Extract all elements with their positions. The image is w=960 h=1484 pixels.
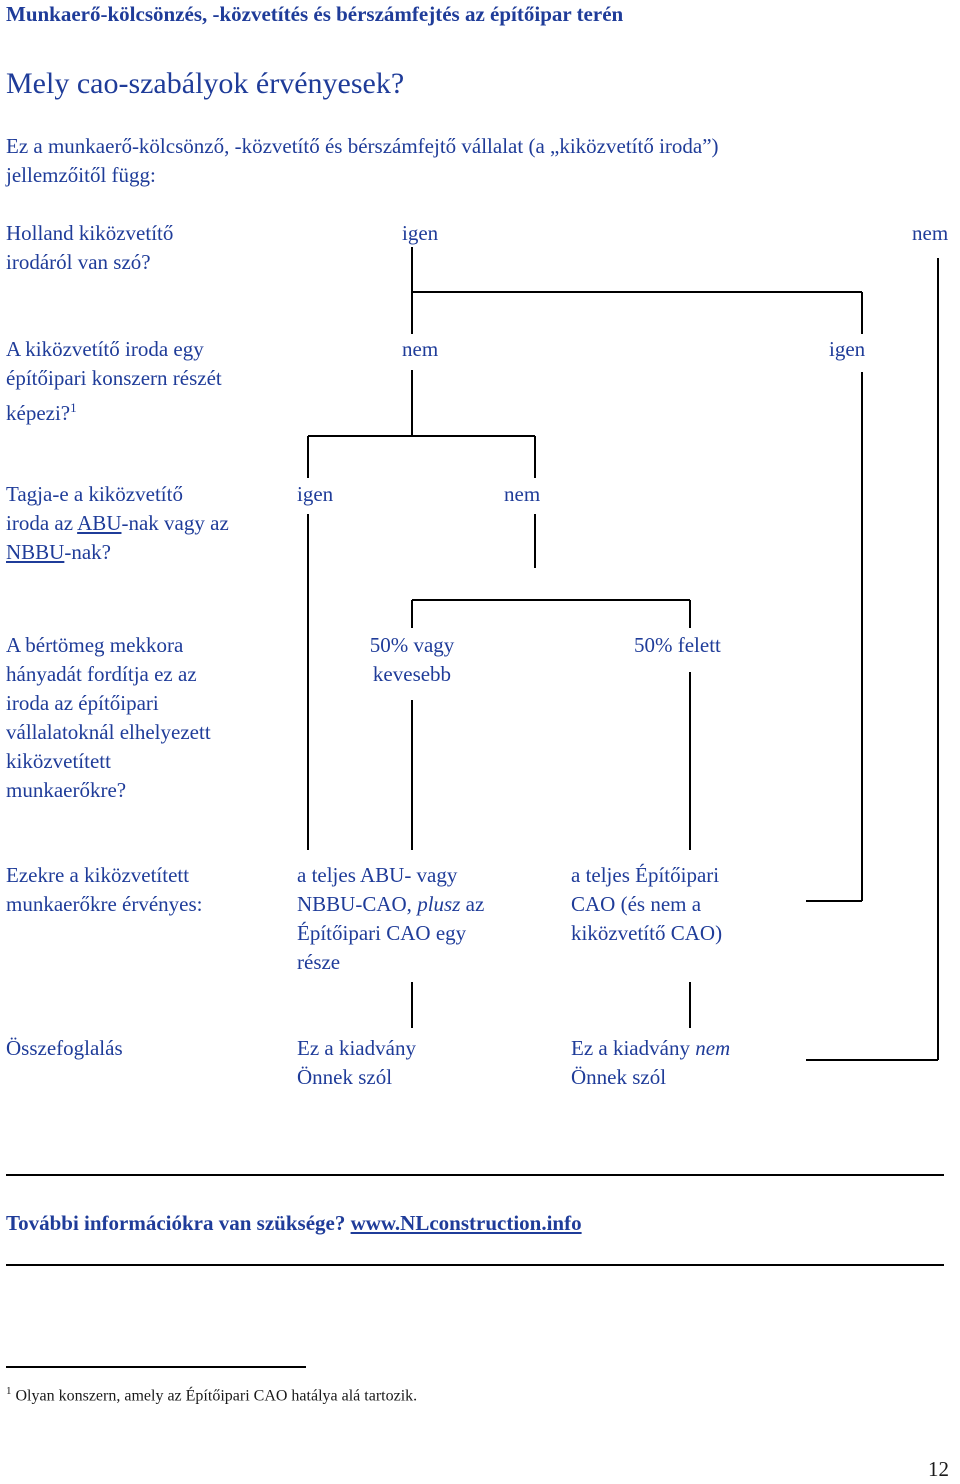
summary-a-line-2: Önnek szól [297, 1065, 393, 1089]
question-4-line-1: A bértömeg mekkora [6, 633, 184, 657]
result-a-line-4: része [297, 950, 341, 974]
question-3-line-2: iroda az ABU-nak vagy az [6, 511, 229, 535]
nbbu-link[interactable]: NBBU [6, 540, 65, 564]
question-2-line-2: építőipari konszern részét [6, 366, 222, 390]
question-4-line-3: iroda az építőipari [6, 691, 159, 715]
question-4-line-6: munkaerőkre? [6, 778, 127, 802]
question-1-line-1: Holland kiközvetítő [6, 221, 174, 245]
question-3-line-1: Tagja-e a kiközvetítő [6, 482, 183, 506]
question-5-line-1: Ezekre a kiközvetített [6, 863, 190, 887]
q1-no-label: nem [912, 221, 949, 245]
q4-option-a-line-2: kevesebb [372, 662, 452, 686]
website-link[interactable]: www.NLconstruction.info [350, 1211, 582, 1235]
footnote-ref: 1 [70, 400, 77, 415]
question-5-line-2: munkaerőkre érvényes: [6, 892, 203, 916]
result-a-line-3: Építőipari CAO egy [297, 921, 467, 945]
question-2-line-1: A kiközvetítő iroda egy [6, 337, 204, 361]
summary-a-line-1: Ez a kiadvány [297, 1036, 416, 1060]
question-1-line-2: irodáról van szó? [6, 250, 151, 274]
result-b-line-2: CAO (és nem a [571, 892, 702, 916]
result-b-line-1: a teljes Építőipari [571, 863, 720, 887]
result-a-line-2: NBBU-CAO, plusz az [297, 892, 485, 916]
page-heading: Mely cao-szabályok érvényesek? [6, 67, 405, 100]
result-b-line-3: kiközvetítő CAO) [571, 921, 723, 945]
q3-yes-label: igen [297, 482, 334, 506]
question-4-line-4: vállalatoknál elhelyezett [6, 720, 211, 744]
summary-b-line-2: Önnek szól [571, 1065, 667, 1089]
q2-yes-label: igen [829, 337, 866, 361]
intro-line-1: Ez a munkaerő-kölcsönző, -közvetítő és b… [6, 134, 719, 158]
page-number: 12 [928, 1457, 949, 1481]
abu-link[interactable]: ABU [77, 511, 122, 535]
more-info: További információkra van szüksége? www.… [6, 1211, 582, 1235]
summary-label: Összefoglalás [6, 1036, 123, 1060]
question-2-line-3: képezi?1 [6, 400, 77, 425]
page-header: Munkaerő-kölcsönzés, -közvetítés és bérs… [6, 2, 624, 26]
question-4-line-2: hányadát fordítja ez az [6, 662, 197, 686]
q2-no-label: nem [402, 337, 439, 361]
q1-yes-label: igen [402, 221, 439, 245]
q3-no-label: nem [504, 482, 541, 506]
footnote: 1 Olyan konszern, amely az Építőipari CA… [6, 1385, 418, 1405]
intro-line-2: jellemzőitől függ: [6, 163, 156, 187]
question-4-line-5: kiközvetített [6, 749, 111, 773]
result-a-line-1: a teljes ABU- vagy [297, 863, 458, 887]
q4-option-a-line-1: 50% vagy [369, 633, 455, 657]
q4-option-b: 50% felett [634, 633, 721, 657]
summary-b-line-1: Ez a kiadvány nem [571, 1036, 731, 1060]
question-3-line-3: NBBU-nak? [6, 540, 111, 564]
